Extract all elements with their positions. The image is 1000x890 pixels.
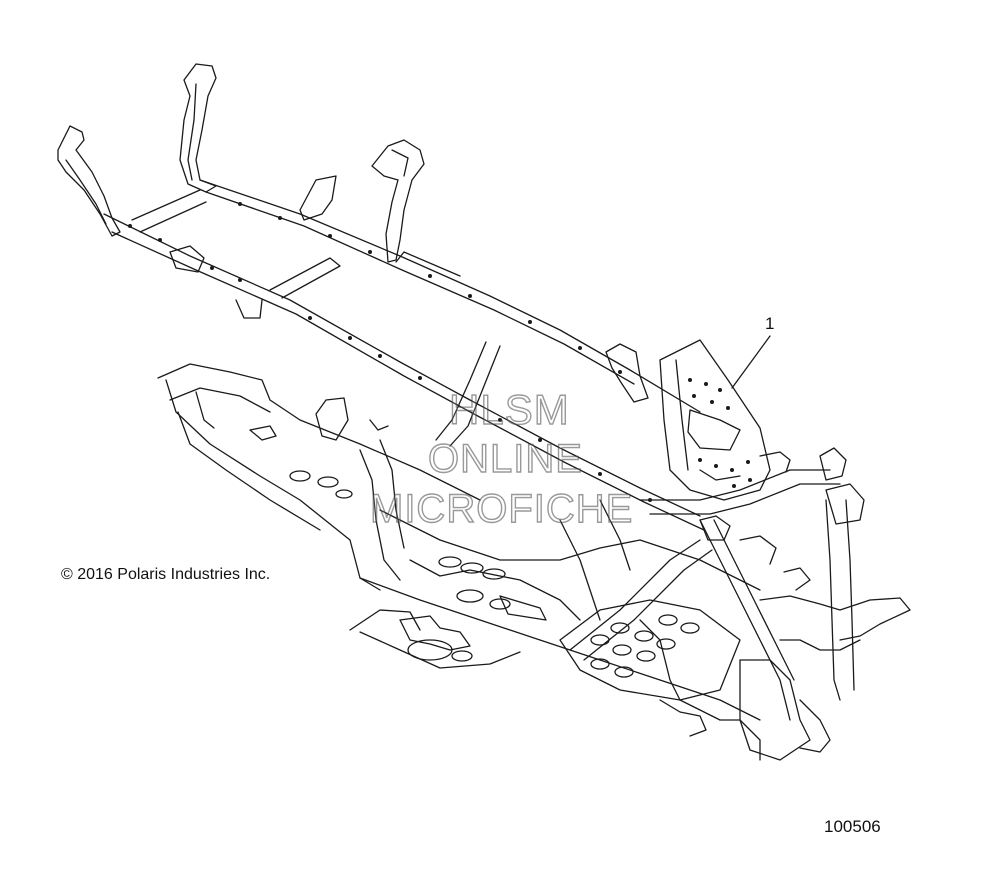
upper-rail-right bbox=[199, 179, 701, 413]
rear-floor-pan bbox=[559, 599, 741, 701]
upper-rail-left bbox=[103, 213, 701, 517]
watermark-line-2: ONLINE bbox=[427, 436, 583, 481]
firewall-holes bbox=[688, 378, 752, 488]
watermark-line-3: MICROFICHE bbox=[369, 486, 634, 531]
lower-frame bbox=[157, 363, 761, 721]
drawing-number: 100506 bbox=[824, 817, 881, 836]
front-frame bbox=[639, 339, 911, 761]
firewall-plate bbox=[659, 339, 771, 501]
rail-holes bbox=[128, 202, 652, 502]
callout-label: 1 bbox=[765, 314, 775, 333]
watermark-line-1: HLSM bbox=[448, 385, 570, 433]
callout-leader bbox=[731, 335, 771, 389]
second-hoop bbox=[179, 63, 217, 193]
upper-roll-cage bbox=[57, 63, 705, 531]
rear-hoop bbox=[371, 139, 425, 263]
center-floor bbox=[379, 509, 761, 591]
copyright-notice: © 2016 Polaris Industries Inc. bbox=[61, 566, 271, 583]
left-hoop bbox=[57, 125, 121, 237]
